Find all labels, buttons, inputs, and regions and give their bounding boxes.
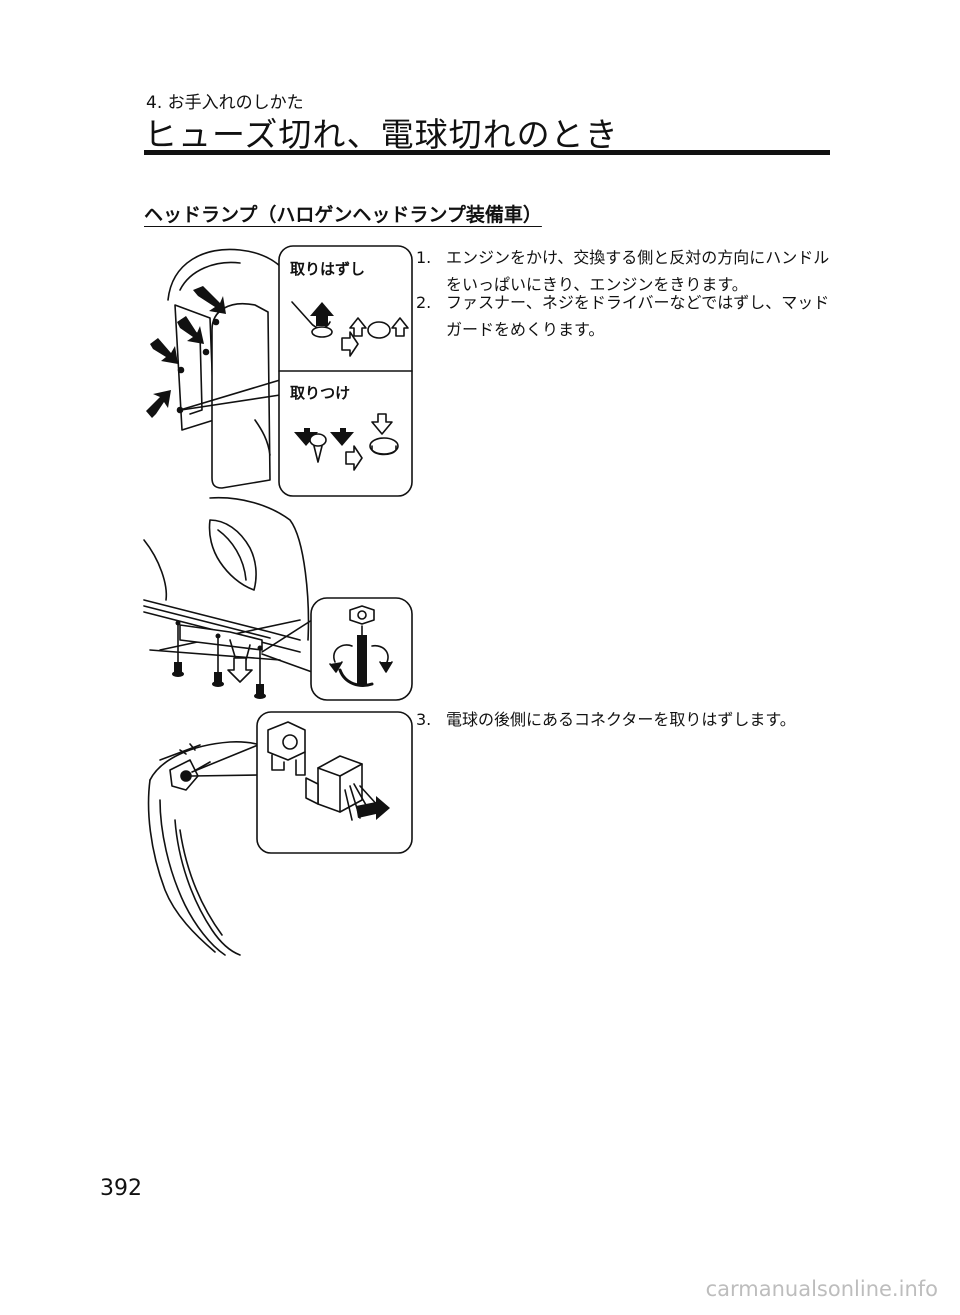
chapter-heading: 4. お手入れのしかた <box>146 93 304 113</box>
page-number: 392 <box>100 1176 142 1201</box>
section-title: ヘッドランプ（ハロゲンヘッドランプ装備車） <box>144 204 542 226</box>
figure-connector <box>147 711 413 956</box>
step-number: 3. <box>416 710 432 729</box>
page-title: ヒューズ切れ、電球切れのとき <box>144 115 619 154</box>
label-install: 取りつけ <box>290 384 350 402</box>
step-text: ファスナー、ネジをドライバーなどではずし、マッドガードをめくります。 <box>446 293 830 339</box>
watermark: carmanualsonline.info <box>705 1277 938 1301</box>
figure-mudguard-clips <box>146 245 413 497</box>
step-number: 2. <box>416 293 432 312</box>
step-1: 1. エンジンをかけ、交換する側と反対の方向にハンドルをいっぱいにきり、エンジン… <box>416 244 832 298</box>
title-divider <box>144 150 830 155</box>
step-text: 電球の後側にあるコネクターを取りはずします。 <box>446 710 796 729</box>
step-number: 1. <box>416 248 432 267</box>
figure-underbody-screws <box>143 496 413 701</box>
label-remove: 取りはずし <box>290 260 365 278</box>
step-2: 2. ファスナー、ネジをドライバーなどではずし、マッドガードをめくります。 <box>416 289 832 343</box>
step-text: エンジンをかけ、交換する側と反対の方向にハンドルをいっぱいにきり、エンジンをきり… <box>446 248 830 294</box>
step-3: 3. 電球の後側にあるコネクターを取りはずします。 <box>416 706 832 733</box>
